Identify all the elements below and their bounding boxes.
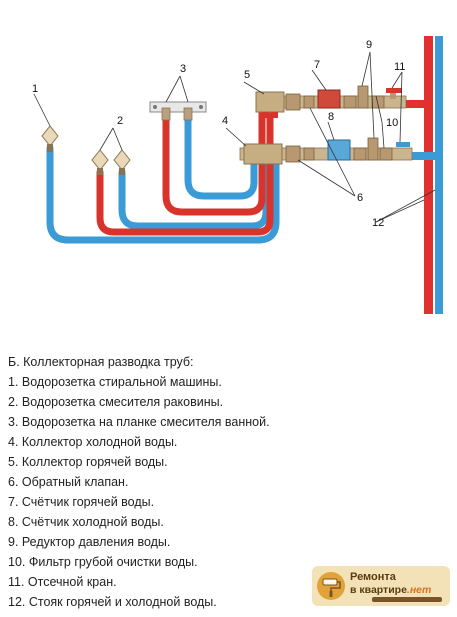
hot-pipe-sink [96, 108, 274, 236]
callout-6: 6 [357, 192, 363, 204]
bath-outlet-plate [149, 101, 207, 121]
legend-item: 2. Водорозетка смесителя раковины. [8, 395, 224, 409]
callout-11: 11 [394, 61, 405, 73]
hot-pipe-bath [162, 108, 266, 216]
logo-sub-text: в квартире.нет [350, 584, 431, 596]
riser [404, 36, 443, 314]
hot-pressure-reducer [357, 85, 369, 109]
cold-water-meter [327, 139, 351, 161]
sink-outlets [91, 149, 131, 175]
callout-10: 10 [386, 117, 398, 129]
callout-9: 9 [366, 39, 372, 51]
callout-4: 4 [222, 115, 228, 127]
legend-item: 4. Коллектор холодной воды. [8, 435, 178, 449]
callout-7: 7 [314, 59, 320, 71]
legend-item: 3. Водорозетка на планке смесителя ванно… [8, 415, 270, 429]
site-logo[interactable]: Ремонта в квартире.нет [312, 566, 450, 606]
hot-water-meter [317, 89, 341, 109]
cold-collector [243, 143, 283, 165]
legend: Б. Коллекторная разводка труб: 1. Водоро… [8, 352, 308, 612]
logo-sub-prefix: в квартире [350, 584, 407, 596]
legend-item: 9. Редуктор давления воды. [8, 535, 171, 549]
logo-main-text: Ремонта [350, 571, 396, 583]
legend-item: 5. Коллектор горячей воды. [8, 455, 168, 469]
legend-item: 8. Счётчик холодной воды. [8, 515, 164, 529]
callout-8: 8 [328, 111, 334, 123]
legend-item: 12. Стояк горячей и холодной воды. [8, 595, 217, 609]
logo-tagline-bar [372, 597, 442, 602]
riser-hot-pipe [424, 36, 433, 314]
callout-2: 2 [117, 115, 123, 127]
cold-pipes [46, 114, 280, 244]
hot-branch-connector [404, 100, 426, 108]
hot-water-line [255, 85, 407, 118]
legend-item: 7. Счётчик горячей воды. [8, 495, 155, 509]
cold-shutoff-valve-handle [396, 142, 410, 147]
logo-sub-suffix: .нет [406, 584, 432, 596]
callout-1: 1 [32, 83, 38, 95]
hot-collector [255, 91, 285, 113]
callout-12: 12 [372, 217, 384, 229]
hot-pipes [96, 108, 274, 236]
legend-item: 1. Водорозетка стиральной машины. [8, 375, 222, 389]
legend-item: 11. Отсечной кран. [8, 575, 117, 589]
legend-item: 10. Фильтр грубой очистки воды. [8, 555, 198, 569]
plumbing-diagram: 1 2 3 4 5 6 7 8 9 10 11 12 [32, 36, 443, 314]
callout-numbers: 1 2 3 4 5 6 7 8 9 10 11 12 [32, 39, 405, 229]
cold-pipe-bath [184, 114, 258, 200]
leader-lines [33, 51, 436, 223]
cold-pipe-sink [118, 158, 270, 230]
paint-roller-icon [317, 572, 345, 600]
hot-shutoff-valve-handle [386, 88, 402, 93]
cold-pipe-washing-machine [46, 144, 280, 244]
callout-5: 5 [244, 69, 250, 81]
washing-machine-outlet [41, 125, 59, 152]
callout-3: 3 [180, 63, 186, 75]
legend-title: Б. Коллекторная разводка труб: [8, 355, 194, 369]
cold-water-line [239, 137, 413, 165]
legend-item: 6. Обратный клапан. [8, 475, 129, 489]
riser-cold-pipe [435, 36, 443, 314]
cold-pressure-reducer [367, 137, 379, 161]
cold-branch-connector [410, 152, 436, 160]
